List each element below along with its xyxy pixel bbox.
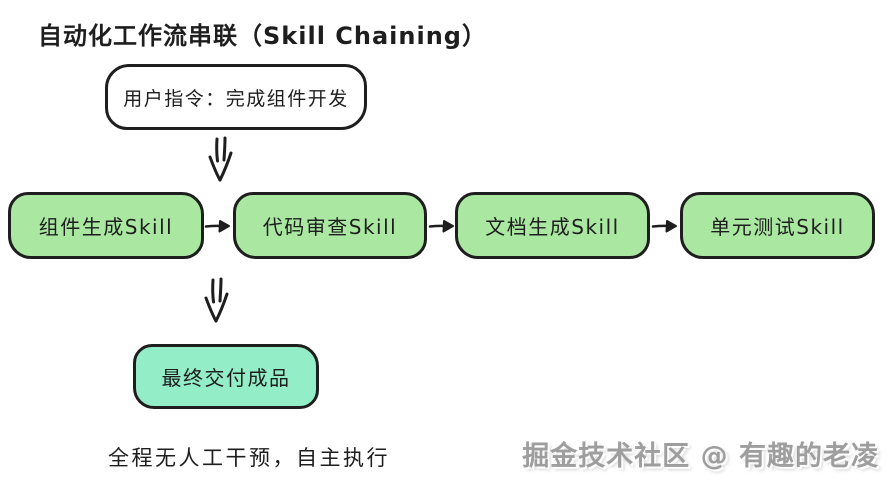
skill-node-label: 文档生成Skill [485,215,620,239]
double-down-arrow-icon [204,277,229,323]
final-deliverable-node: 最终交付成品 [133,344,319,409]
skill-node-label: 单元测试Skill [710,215,845,239]
watermark: 掘金技术社区 @ 有趣的老凌 [522,441,879,472]
skill-node-code-review: 代码审查Skill [233,192,427,259]
double-down-arrow-icon [208,136,233,182]
skill-node-unit-test: 单元测试Skill [680,192,875,259]
skill-node-label: 组件生成Skill [38,215,174,239]
skill-node-doc-generation: 文档生成Skill [455,192,650,259]
diagram-title: 自动化工作流串联（Skill Chaining） [38,22,487,50]
user-command-node: 用户指令：完成组件开发 [105,64,367,130]
user-command-label: 用户指令：完成组件开发 [123,87,349,110]
skill-node-label: 代码审查Skill [262,215,398,239]
flow-arrow-icon [204,220,230,233]
footer-note: 全程无人工干预，自主执行 [108,446,390,470]
skill-node-component-generation: 组件生成Skill [8,192,204,259]
final-deliverable-label: 最终交付成品 [161,366,291,390]
flow-arrow-icon [428,220,454,233]
flow-arrow-icon [651,220,677,233]
